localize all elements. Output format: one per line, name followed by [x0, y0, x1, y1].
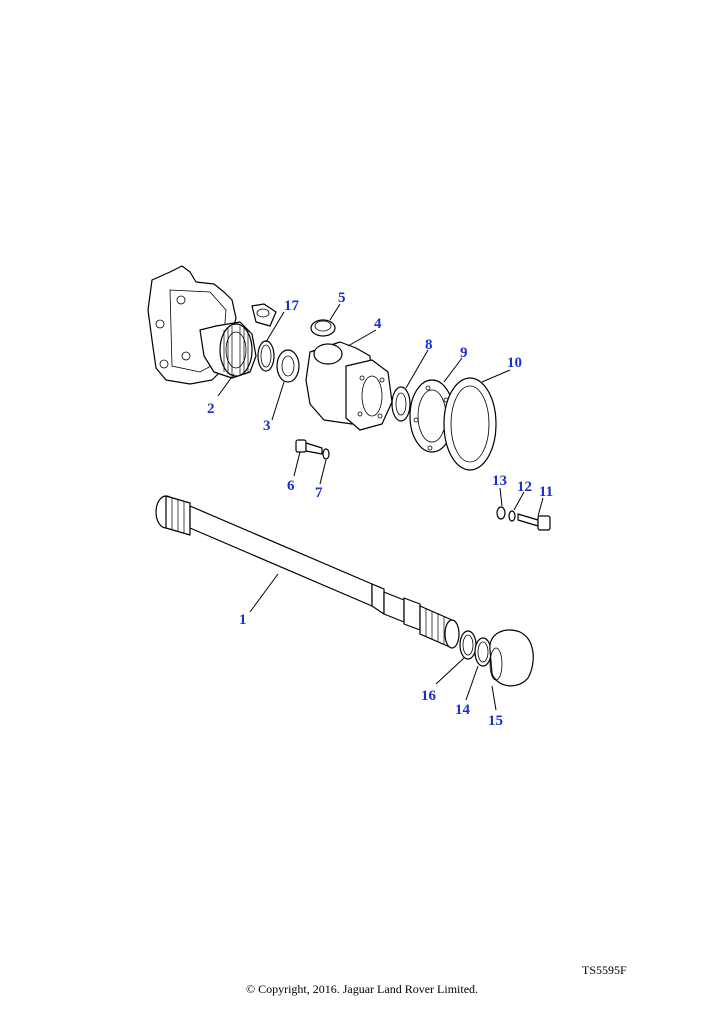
part-7-washer: [322, 448, 330, 460]
callout-10: 10: [507, 355, 522, 371]
callout-labels: 1 2 3 4 5 6 7 8 9 10 11 12 13 14 15 16 1…: [207, 290, 553, 729]
callout-12: 12: [517, 479, 532, 495]
callout-13: 13: [492, 473, 507, 489]
callout-2: 2: [207, 401, 215, 417]
callout-17: 17: [284, 298, 300, 314]
callout-7: 7: [315, 485, 323, 501]
callout-4: 4: [374, 316, 382, 332]
part-11-bolt: [517, 513, 551, 531]
callout-11: 11: [539, 484, 553, 500]
callout-3: 3: [263, 418, 271, 434]
callout-9: 9: [460, 345, 468, 361]
part-6-bolt: [295, 439, 323, 455]
callout-5: 5: [338, 290, 346, 306]
part-15-end-cap: [489, 629, 534, 687]
part-1-drive-shaft: [155, 495, 460, 649]
callout-8: 8: [425, 337, 433, 353]
part-8-seal: [391, 386, 411, 422]
part-4-bearing-housing: [305, 341, 393, 431]
part-14-ring: [474, 637, 492, 667]
part-12-washer: [508, 510, 516, 522]
part-3-oil-seal: [276, 349, 300, 383]
reference-code: TS5595F: [582, 963, 627, 977]
callout-1: 1: [239, 612, 247, 628]
leader-lines: [217, 303, 544, 711]
copyright-notice: © Copyright, 2016. Jaguar Land Rover Lim…: [245, 982, 479, 996]
part-10-seal-ring: [443, 377, 497, 471]
callout-6: 6: [287, 478, 295, 494]
part-5-bearing-cup: [310, 319, 336, 337]
callout-16: 16: [421, 688, 437, 704]
callout-15: 15: [488, 713, 503, 729]
part-16-circlip: [459, 630, 477, 660]
part-2-drive-flange: [199, 321, 257, 379]
part-17-circlip: [257, 340, 275, 372]
part-13-washer: [496, 506, 506, 520]
callout-14: 14: [455, 702, 471, 718]
